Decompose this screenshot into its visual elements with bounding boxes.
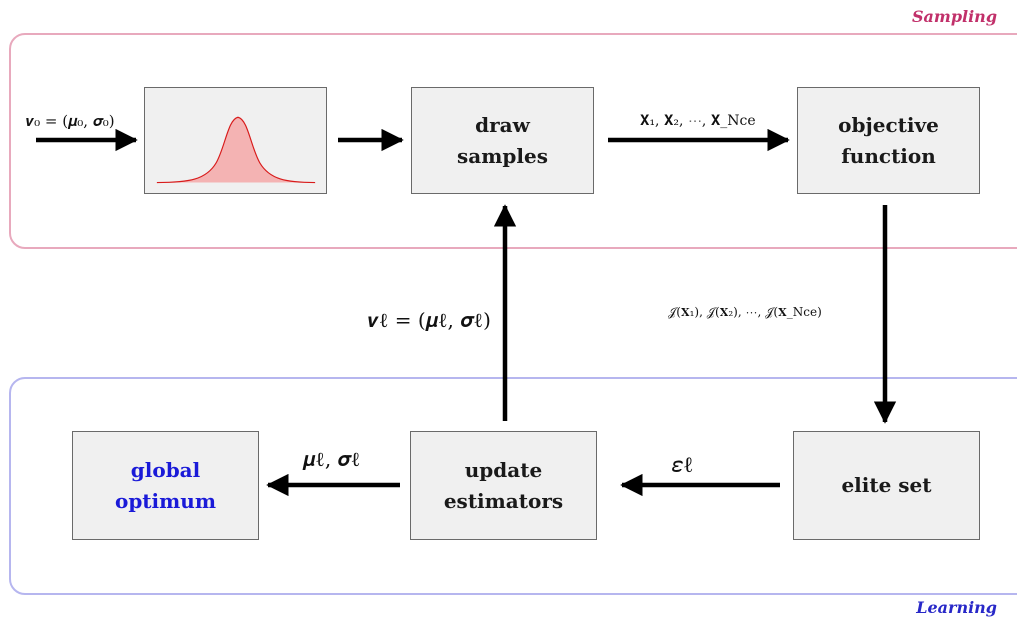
elite-symbol-label: 𝜀ℓ	[672, 453, 694, 478]
learning-region	[9, 377, 1017, 595]
global-optimum-box: global optimum	[72, 431, 259, 540]
draw-samples-box: draw samples	[411, 87, 594, 194]
estimators-label: 𝝁ℓ, 𝝈ℓ	[303, 447, 361, 471]
learning-region-label: Learning	[916, 598, 997, 617]
sampling-region	[9, 33, 1017, 249]
gaussian-curve-icon	[156, 116, 316, 184]
distribution-box	[144, 87, 327, 194]
updated-params-label: 𝒗ℓ = (𝝁ℓ, 𝝈ℓ)	[368, 308, 491, 332]
objective-function-box: objective function	[797, 87, 980, 194]
objective-values-label: 𝒥(𝐗₁), 𝒥(𝐗₂), ⋯, 𝒥(𝐗_Nce)	[668, 305, 822, 319]
elite-set-box: elite set	[793, 431, 980, 540]
samples-label: 𝐗₁, 𝐗₂, ⋯, 𝐗_Nce	[640, 113, 756, 129]
sampling-region-label: Sampling	[911, 7, 997, 26]
update-estimators-box: update estimators	[410, 431, 597, 540]
initial-params-label: 𝒗₀ = (𝝁₀, 𝝈₀)	[26, 112, 115, 130]
